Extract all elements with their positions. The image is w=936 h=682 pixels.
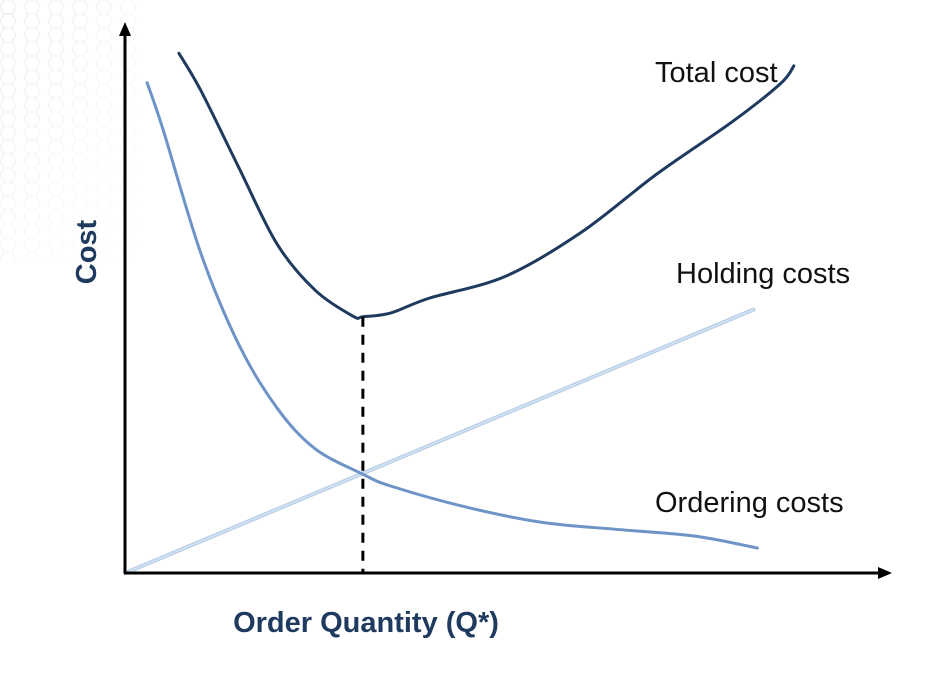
series-label-total-cost: Total cost (655, 57, 778, 89)
series-layer (123, 51, 796, 575)
series-line-ordering-costs (145, 81, 759, 550)
x-axis-arrow (878, 567, 892, 579)
y-axis-title: Cost (71, 219, 103, 284)
series-label-holding-costs: Holding costs (676, 258, 850, 290)
series-label-ordering-costs: Ordering costs (655, 487, 844, 519)
y-axis-arrow (119, 22, 131, 36)
axes (119, 22, 892, 579)
series-line-total-cost (177, 51, 796, 320)
background-hex-texture (0, 0, 140, 260)
series-line-holding-costs-highlight (124, 308, 755, 574)
x-axis-title: Order Quantity (Q*) (233, 607, 499, 639)
